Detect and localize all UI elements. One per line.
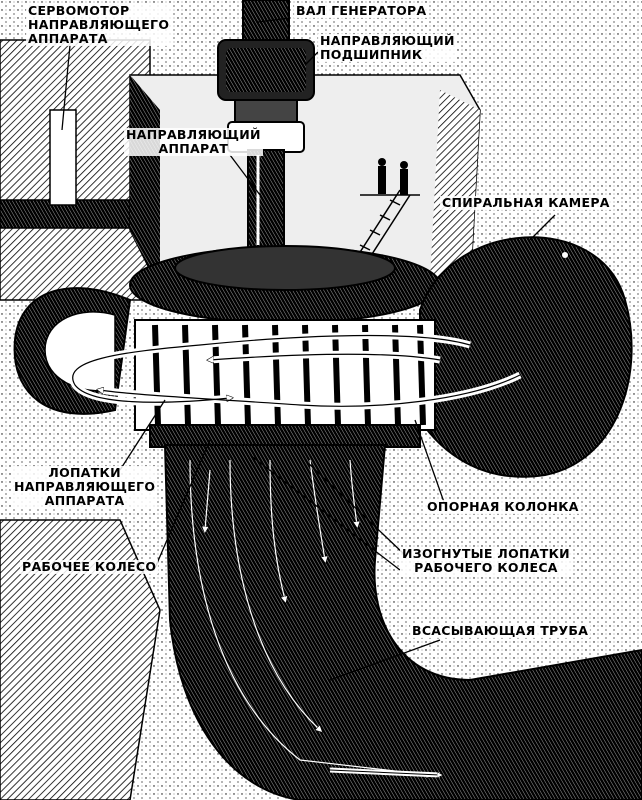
lower-left-wall <box>0 519 161 800</box>
label-guide-bearing: НАПРАВЛЯЮЩИЙ ПОДШИПНИК <box>318 33 457 62</box>
leader-lines <box>61 17 556 681</box>
label-runner: РАБОЧЕЕ КОЛЕСО <box>20 559 159 574</box>
workers <box>378 158 408 195</box>
label-generator-shaft: ВАЛ ГЕНЕРАТОРА <box>294 3 429 18</box>
draft-tube-flow <box>189 459 430 775</box>
draft-tube <box>163 444 642 800</box>
label-support-column: ОПОРНАЯ КОЛОНКА <box>425 499 581 514</box>
label-servomotor: СЕРВОМОТОР НАПРАВЛЯЮЩЕГО АППАРАТА <box>26 3 172 46</box>
label-draft-tube: ВСАСЫВАЮЩАЯ ТРУБА <box>410 623 591 638</box>
lower-ring <box>149 424 421 448</box>
spiral-chamber-right <box>419 236 633 478</box>
label-guide-vanes: ЛОПАТКИ НАПРАВЛЯЮЩЕГО АППАРАТА <box>12 465 158 508</box>
head-cover-top <box>174 245 396 291</box>
label-curved-blades: ИЗОГНУТЫЕ ЛОПАТКИ РАБОЧЕГО КОЛЕСА <box>400 546 572 575</box>
label-guide-apparatus: НАПРАВЛЯЮЩИЙ АППАРАТ <box>124 127 263 156</box>
label-spiral-chamber: СПИРАЛЬНАЯ КАМЕРА <box>440 195 612 210</box>
pit-wall-right <box>430 90 480 290</box>
